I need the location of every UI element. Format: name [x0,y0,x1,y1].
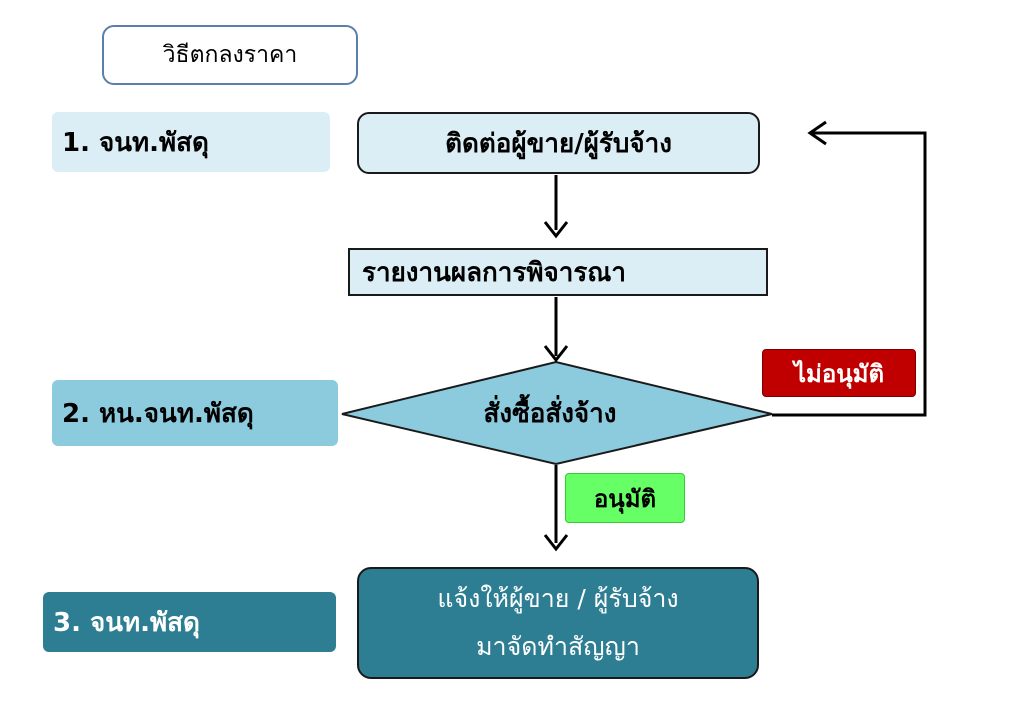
role-label-text: 1. จนท.พัสดุ [62,127,209,158]
step-contact-label: ติดต่อผู้ขาย/ผู้รับจ้าง [445,128,672,159]
role-label-text: 2. หน.จนท.พัสดุ [62,398,254,429]
approve-badge-label: อนุมัติ [593,484,657,513]
reject-badge-label: ไม่อนุมัติ [793,359,885,388]
arrowhead-contact-to-report [543,221,569,239]
method-title-box: วิธีตกลงราคา [102,25,358,85]
arrow-reject-loop [772,131,927,417]
step-notify-contract: แจ้งให้ผู้ขาย / ผู้รับจ้าง มาจัดทำสัญญา [357,567,759,679]
step-contact-vendor: ติดต่อผู้ขาย/ผู้รับจ้าง [357,112,760,174]
step-notify-line-2: มาจัดทำสัญญา [476,632,640,661]
step-notify-line-1: แจ้งให้ผู้ขาย / ผู้รับจ้าง [437,584,679,613]
role-label-officer-final: 3. จนท.พัสดุ [43,592,336,652]
step-report-result: รายงานผลการพิจารณา [348,248,768,296]
arrowhead-decision-to-notify [543,534,569,552]
arrowhead-reject-loop [807,120,827,146]
step-report-label: รายงานผลการพิจารณา [362,257,626,288]
arrowhead-report-to-decision [543,345,569,363]
method-title: วิธีตกลงราคา [162,42,298,68]
role-label-head-officer: 2. หน.จนท.พัสดุ [52,380,338,446]
role-label-officer: 1. จนท.พัสดุ [52,112,330,172]
decision-text: สั่งซื้อสั่งจ้าง [483,398,617,429]
role-label-text: 3. จนท.พัสดุ [53,607,200,638]
reject-badge: ไม่อนุมัติ [762,349,916,397]
decision-label: สั่งซื้อสั่งจ้าง [430,388,670,438]
approve-badge: อนุมัติ [565,473,685,523]
